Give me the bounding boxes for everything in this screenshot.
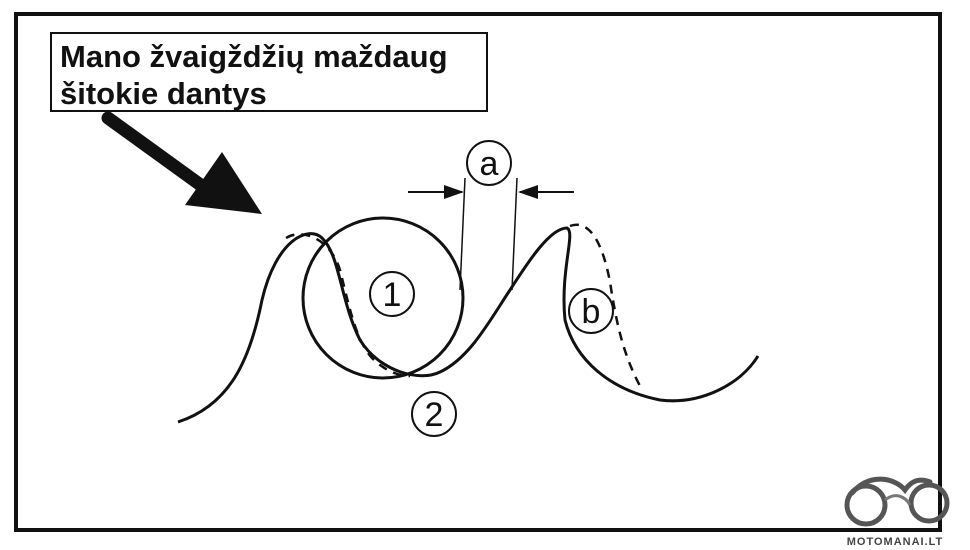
motorcycle-icon bbox=[844, 476, 950, 527]
label-two-circle bbox=[411, 391, 457, 437]
annotation-line-2: šitokie dantys bbox=[60, 76, 267, 111]
tooth-profile-dashed-left bbox=[285, 233, 411, 378]
label-b-circle bbox=[568, 288, 614, 334]
label-one: 1 bbox=[383, 276, 402, 314]
tooth-profile-solid bbox=[177, 226, 760, 424]
dimension-a-extension-right bbox=[511, 177, 518, 291]
dimension-a-extension-left bbox=[459, 177, 466, 291]
dimension-a-arrow-left-head bbox=[444, 185, 464, 199]
dimension-a-arrow-right-head bbox=[518, 185, 538, 199]
annotation-line-1: Mano žvaigždžių maždaug bbox=[60, 39, 448, 74]
label-a-circle bbox=[466, 140, 512, 186]
tooth-profile-dashed-right bbox=[569, 223, 642, 387]
label-b: b bbox=[582, 293, 601, 331]
pointer-arrow-head bbox=[185, 152, 262, 214]
label-two: 2 bbox=[425, 396, 444, 434]
watermark-text: MOTOMANAI.LT bbox=[847, 536, 944, 548]
label-a: a bbox=[480, 145, 499, 183]
chain-roller-circle bbox=[301, 216, 465, 380]
label-one-circle bbox=[369, 271, 415, 317]
pointer-arrow-shaft bbox=[101, 111, 209, 193]
annotation-box: Mano žvaigždžių maždaug šitokie dantys bbox=[50, 32, 488, 112]
